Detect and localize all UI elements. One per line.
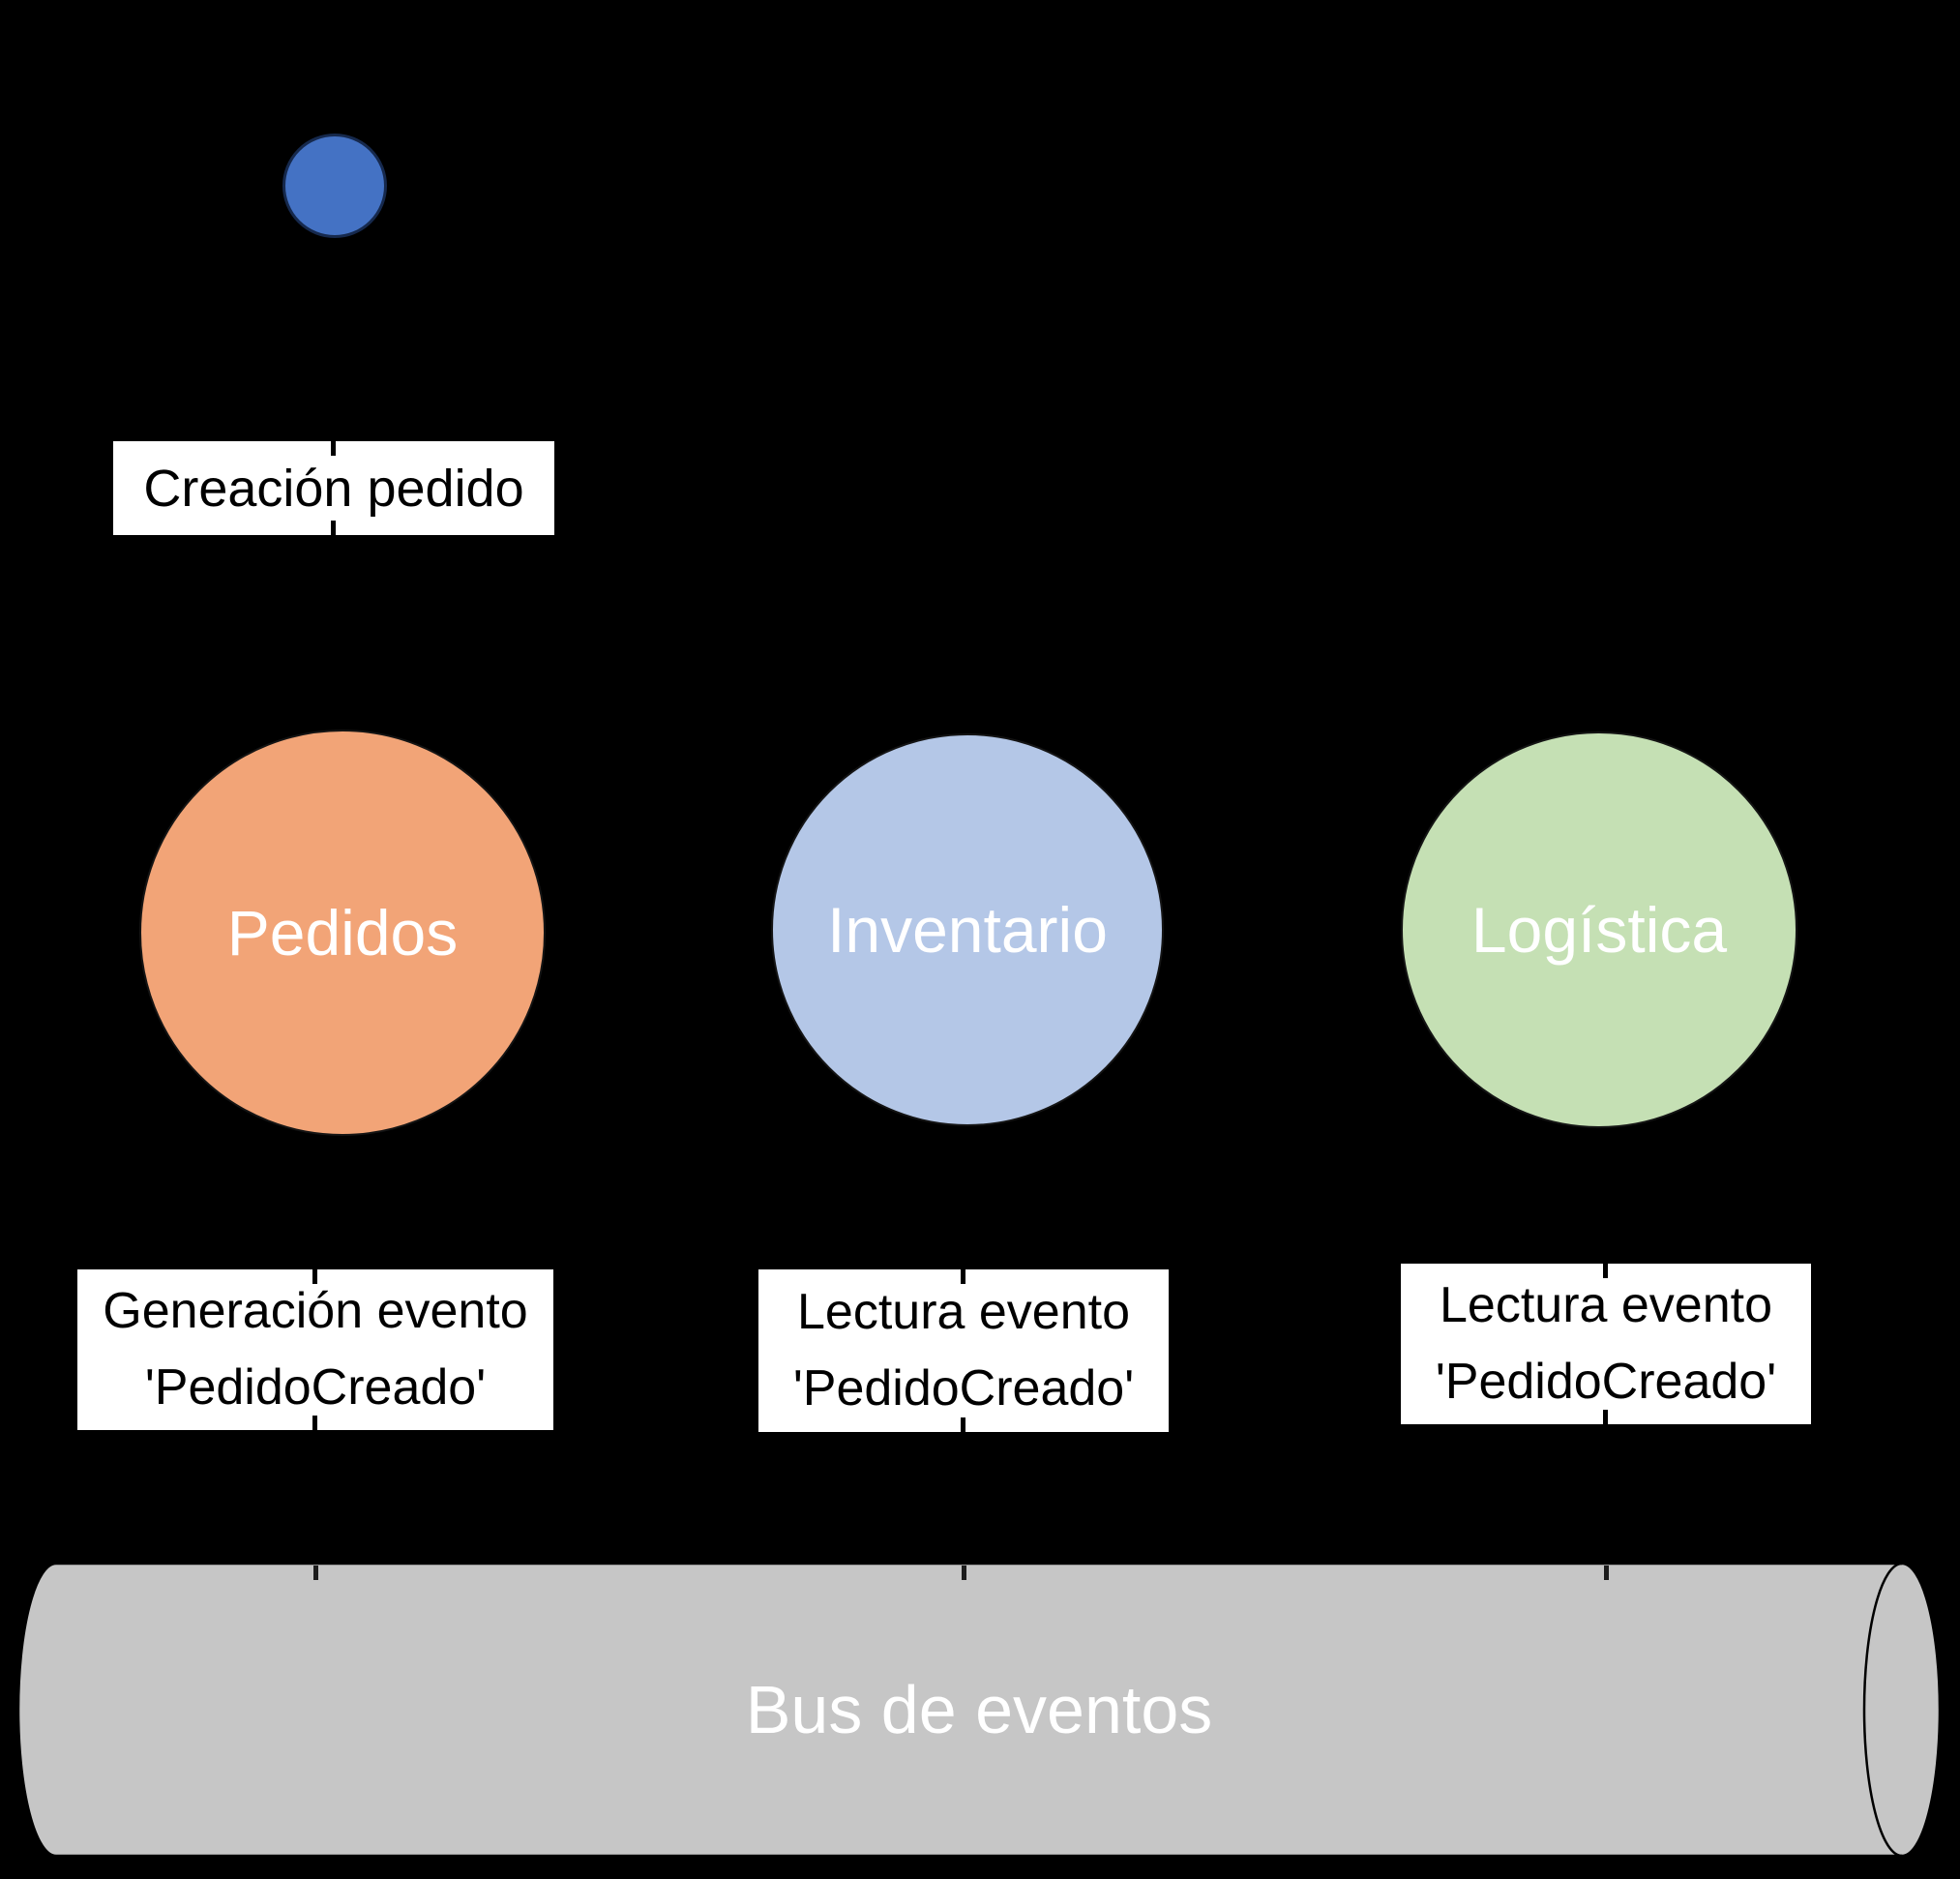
service-circle-logistica-label: Logística — [1470, 894, 1728, 966]
connector-tick — [312, 1269, 317, 1284]
event-bus-cylinder-rim — [1862, 1562, 1903, 1858]
actor-action-label: Creación pedido — [113, 441, 554, 535]
service-circle-inventario: Inventario — [771, 733, 1164, 1126]
service-circle-pedidos-label: Pedidos — [226, 897, 459, 969]
connector-tick — [1603, 1410, 1608, 1424]
event-label-pedidos-line1: Generación evento — [103, 1283, 528, 1339]
event-label-logistica-line2: 'PedidoCreado' — [1435, 1354, 1777, 1410]
connector-tick — [962, 1566, 966, 1580]
event-label-logistica: Lectura evento 'PedidoCreado' — [1401, 1264, 1811, 1424]
event-label-inventario-line2: 'PedidoCreado' — [792, 1360, 1135, 1417]
actor-head-circle — [282, 134, 387, 238]
event-label-pedidos: Generación evento 'PedidoCreado' — [77, 1269, 553, 1430]
event-label-inventario: Lectura evento 'PedidoCreado' — [758, 1269, 1169, 1432]
actor-action-label-text: Creación pedido — [143, 459, 524, 518]
connector-tick — [1603, 1264, 1608, 1278]
event-label-logistica-line1: Lectura evento — [1439, 1277, 1773, 1333]
connector-tick — [331, 441, 336, 456]
connector-tick — [331, 521, 336, 535]
event-bus-cylinder — [16, 1562, 1942, 1858]
service-circle-pedidos: Pedidos — [139, 730, 546, 1136]
event-bus-label: Bus de eventos — [745, 1672, 1213, 1747]
event-label-pedidos-line2: 'PedidoCreado' — [144, 1359, 487, 1416]
connector-tick — [961, 1417, 965, 1432]
connector-tick — [312, 1416, 317, 1430]
service-circle-inventario-label: Inventario — [827, 894, 1108, 966]
connector-tick — [1604, 1566, 1609, 1580]
service-circle-logistica: Logística — [1401, 731, 1797, 1128]
event-label-inventario-line1: Lectura evento — [796, 1284, 1131, 1340]
connector-tick — [961, 1269, 965, 1284]
connector-tick — [313, 1566, 318, 1580]
